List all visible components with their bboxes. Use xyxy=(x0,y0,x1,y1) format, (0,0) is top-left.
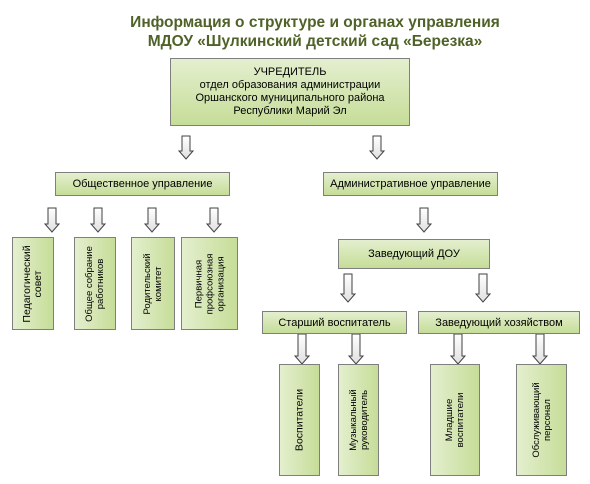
arrow-to-senior xyxy=(339,273,357,303)
public-management-label: Общественное управление xyxy=(72,178,213,190)
teachers-line-1: Воспитатели xyxy=(293,388,305,452)
title-line-1: Информация о структуре и органах управле… xyxy=(130,14,500,31)
arrow-to-junior xyxy=(449,333,467,365)
head-box: Заведующий ДОУ xyxy=(338,239,490,269)
music-director-line-1: Музыкальный xyxy=(347,389,359,451)
music-director-line-2: руководитель xyxy=(358,389,370,451)
junior-teachers-line-1: Младшие xyxy=(444,398,455,442)
arrow-to-service xyxy=(531,333,549,365)
founder-heading: УЧРЕДИТЕЛЬ xyxy=(253,66,327,78)
arrow-to-teachers xyxy=(293,333,311,365)
general-meeting-label: Общее собрание работников xyxy=(84,246,106,322)
teachers-label: Воспитатели xyxy=(293,388,305,452)
household-head-label: Заведующий хозяйством xyxy=(435,316,563,329)
service-staff-line-2: персонал xyxy=(541,399,553,441)
arrow-to-meeting xyxy=(89,207,107,233)
trade-union-line-2: профсоюзная xyxy=(204,253,215,314)
arrow-to-admin xyxy=(368,135,386,160)
arrow-to-household xyxy=(474,273,492,303)
service-staff-box: Обслуживающий персонал xyxy=(516,364,567,476)
arrow-to-union xyxy=(205,207,223,233)
music-director-label: Музыкальный руководитель xyxy=(348,389,370,450)
arrow-to-public xyxy=(177,135,195,160)
parent-committee-box: Родительский комитет xyxy=(131,237,175,330)
general-meeting-line-1: Общее собрание xyxy=(84,245,95,322)
arrow-to-head xyxy=(415,207,433,233)
founder-line-1: отдел образования администрации xyxy=(199,79,381,91)
admin-management-label: Административное управление xyxy=(330,178,491,190)
arrow-to-pedagogical xyxy=(43,207,61,233)
junior-teachers-label: Младшие воспитатели xyxy=(444,393,466,448)
admin-management-box: Административное управление xyxy=(323,172,498,196)
pedagogical-council-box: Педагогический совет xyxy=(12,237,54,330)
founder-box: УЧРЕДИТЕЛЬ отдел образования администрац… xyxy=(170,58,410,126)
general-meeting-line-2: работников xyxy=(95,258,106,309)
arrow-to-music xyxy=(347,333,365,365)
founder-line-3: Республики Марий Эл xyxy=(233,105,347,117)
teachers-box: Воспитатели xyxy=(279,364,320,476)
founder-line-2: Оршанского муниципального района xyxy=(195,92,385,104)
junior-teachers-box: Младшие воспитатели xyxy=(430,364,480,476)
public-management-box: Общественное управление xyxy=(55,172,230,196)
title-line-2: МДОУ «Шулкинский детский сад «Березка» xyxy=(20,33,590,51)
arrow-to-parents xyxy=(143,207,161,233)
general-meeting-box: Общее собрание работников xyxy=(74,237,116,330)
trade-union-line-1: Первичная xyxy=(193,259,204,308)
senior-teacher-box: Старший воспитатель xyxy=(262,311,407,334)
trade-union-line-3: организация xyxy=(215,255,226,312)
junior-teachers-line-2: воспитатели xyxy=(455,392,466,448)
pedagogical-council-line-2: совет xyxy=(32,270,44,297)
head-label: Заведующий ДОУ xyxy=(368,248,460,260)
trade-union-label: Первичная профсоюзная организация xyxy=(193,253,226,314)
household-head-box: Заведующий хозяйством xyxy=(418,311,580,334)
trade-union-box: Первичная профсоюзная организация xyxy=(181,237,238,330)
parent-committee-line-1: Родительский xyxy=(142,252,153,315)
music-director-box: Музыкальный руководитель xyxy=(338,364,379,476)
parent-committee-line-2: комитет xyxy=(153,266,164,301)
senior-teacher-label: Старший воспитатель xyxy=(278,316,391,329)
parent-committee-label: Родительский комитет xyxy=(142,253,164,314)
title-line-2-text: МДОУ «Шулкинский детский сад «Березка» xyxy=(147,33,483,50)
service-staff-line-1: Обслуживающий xyxy=(530,382,542,458)
pedagogical-council-label: Педагогический совет xyxy=(21,245,44,322)
service-staff-label: Обслуживающий персонал xyxy=(531,382,553,457)
